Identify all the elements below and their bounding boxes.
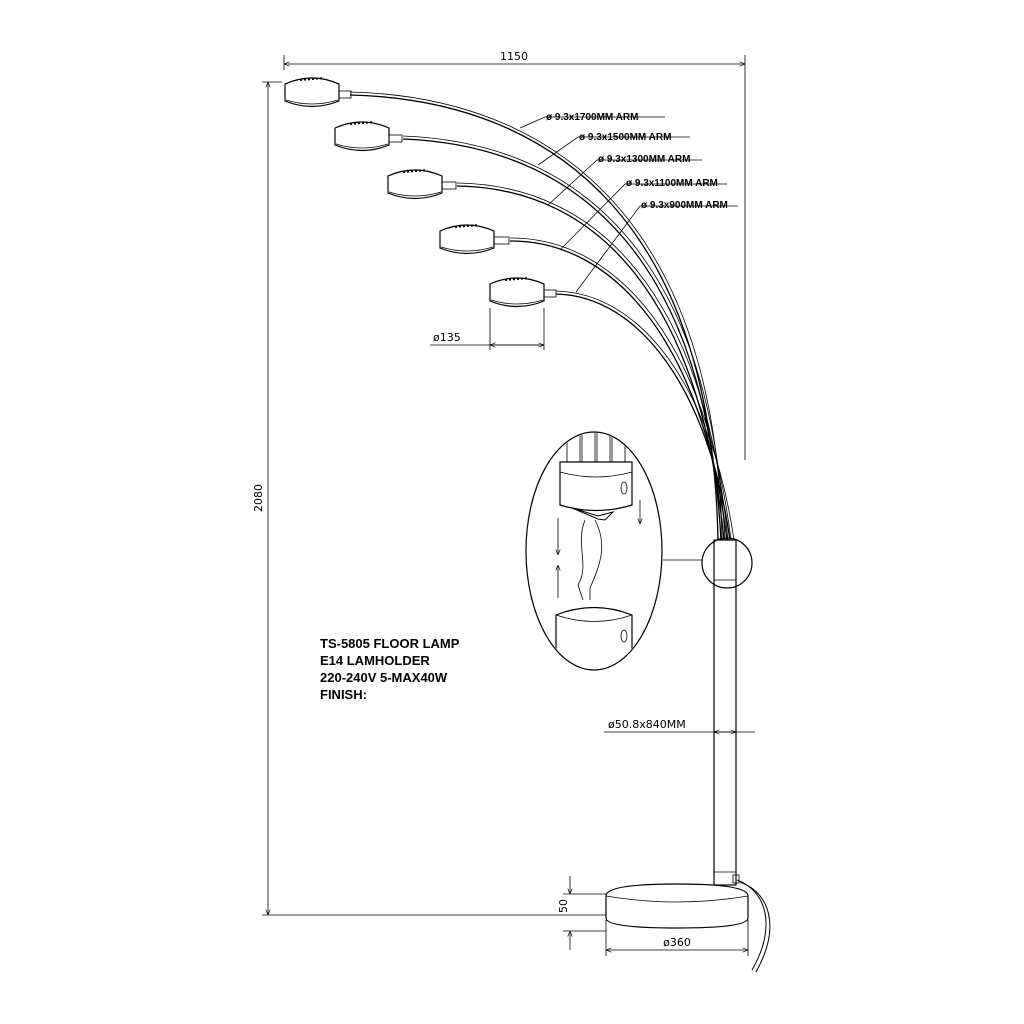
lampholder-spec: E14 LAMHOLDER: [320, 653, 430, 668]
arm-label-1700: ø 9.3x1700MM ARM: [546, 112, 638, 123]
height-label: 2080: [252, 484, 265, 512]
arm-label-1100: ø 9.3x1100MM ARM: [626, 178, 718, 189]
width-label: 1150: [500, 50, 528, 63]
shade-diameter-label: ø135: [433, 331, 461, 344]
detail-circle: [701, 537, 753, 589]
lamp-pole: [663, 537, 753, 886]
shade-1: [284, 77, 352, 108]
shade-2: [334, 121, 403, 152]
model-name: TS-5805 FLOOR LAMP: [320, 636, 460, 651]
power-spec: 220-240V 5-MAX40W: [320, 670, 448, 685]
connector-detail-view: [525, 431, 663, 671]
shade-3: [387, 169, 457, 200]
shade-4: [439, 224, 510, 255]
finish-spec: FINISH:: [320, 687, 367, 702]
base-height-label: 50: [557, 899, 570, 913]
arm-label-1300: ø 9.3x1300MM ARM: [598, 154, 690, 165]
base-diameter-label: ø360: [663, 936, 691, 949]
base-height-dimension: 50: [557, 876, 606, 950]
shade-5: [489, 277, 557, 308]
arm-callouts: ø 9.3x1700MM ARM ø 9.3x1500MM ARM ø 9.3x…: [519, 112, 738, 293]
height-dimension: 2080: [252, 81, 612, 916]
shade-diameter-dimension: ø135: [430, 308, 545, 350]
lamp-arms: [349, 91, 735, 541]
lamp-base: [605, 879, 771, 973]
pole-dimension-label: ø50.8x840MM: [608, 718, 686, 731]
base-diameter-dimension: ø360: [605, 920, 749, 956]
arm-label-900: ø 9.3x900MM ARM: [641, 200, 728, 211]
width-dimension: 1150: [283, 50, 746, 460]
arm-label-1500: ø 9.3x1500MM ARM: [579, 132, 671, 143]
lamp-shades: [284, 77, 557, 308]
pole-dimension: ø50.8x840MM: [604, 718, 755, 732]
spec-block: TS-5805 FLOOR LAMP E14 LAMHOLDER 220-240…: [320, 636, 460, 702]
